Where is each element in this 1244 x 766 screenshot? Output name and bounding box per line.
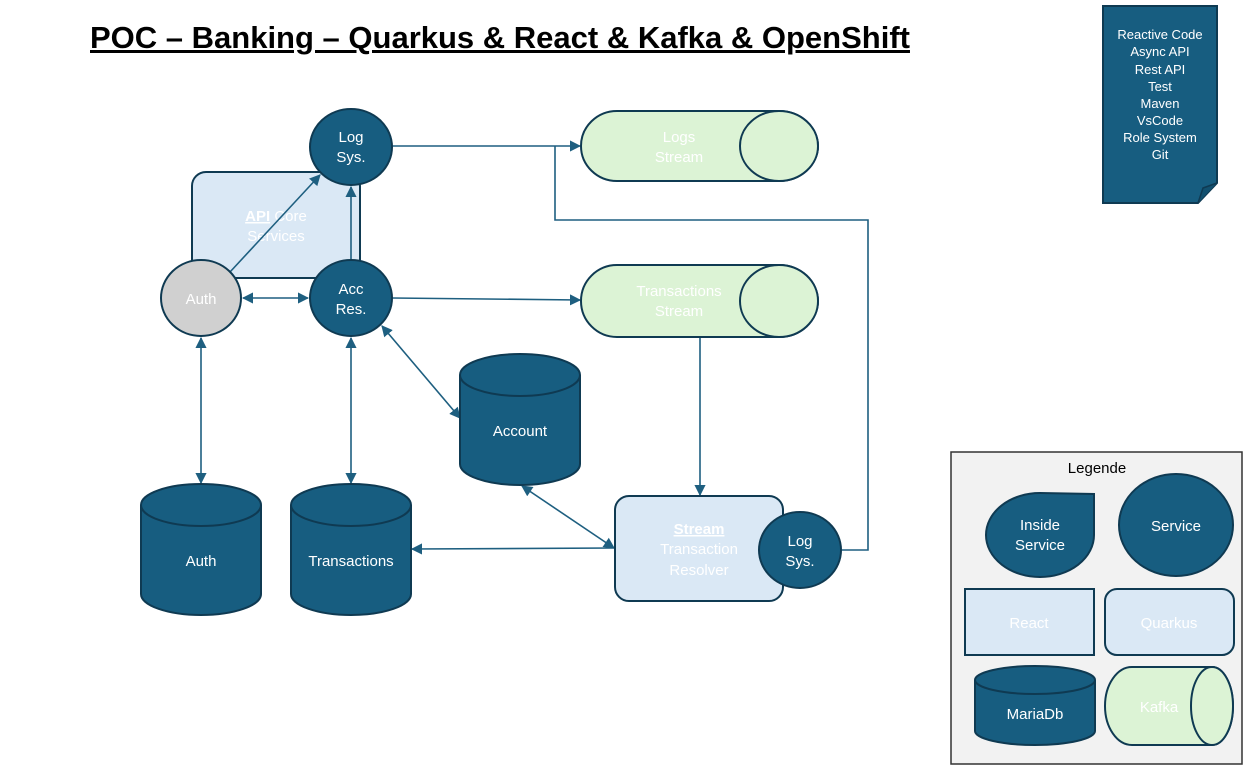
api-core-services-label: Services bbox=[247, 228, 305, 245]
stream-resolver-label-3: Resolver bbox=[669, 562, 728, 579]
arrow-auth-to-logsys bbox=[229, 174, 321, 273]
legend-react-label: React bbox=[1009, 615, 1049, 632]
legend-inside-service-label-1: Inside bbox=[1020, 517, 1060, 534]
legend-quarkus-label: Quarkus bbox=[1141, 615, 1198, 632]
acc-res-node: Acc Res. bbox=[309, 259, 393, 337]
legend-quarkus: Quarkus bbox=[1104, 588, 1235, 656]
svg-text:API Core: API Core bbox=[245, 208, 307, 225]
legend-react: React bbox=[964, 588, 1095, 656]
log-sys-bottom-label-2: Sys. bbox=[785, 553, 814, 570]
account-db-label: Account bbox=[493, 423, 548, 440]
stream-resolver-label-1: Stream bbox=[674, 521, 725, 538]
transactions-stream-label-2: Stream bbox=[655, 303, 703, 320]
page-title: POC – Banking – Quarkus & React & Kafka … bbox=[90, 20, 910, 55]
legend-mariadb: MariaDb bbox=[974, 665, 1096, 746]
arrow-accountdb-resolver bbox=[521, 485, 615, 549]
legend-kafka-label: Kafka bbox=[1140, 699, 1179, 716]
auth-service-label: Auth bbox=[186, 291, 217, 308]
log-sys-bottom-label-1: Log bbox=[787, 533, 812, 550]
connectors bbox=[195, 140, 869, 555]
transactions-db-node: Transactions bbox=[290, 483, 412, 616]
tech-item: Async API bbox=[1130, 44, 1189, 59]
tech-item: Role System bbox=[1123, 130, 1197, 145]
api-core-label-rest: Core bbox=[270, 208, 307, 225]
logs-stream-label-1: Logs bbox=[663, 129, 696, 146]
logs-stream-label-2: Stream bbox=[655, 149, 703, 166]
transactions-stream-label-1: Transactions bbox=[636, 283, 721, 300]
arrow-resolver-to-transactionsdb bbox=[410, 543, 615, 555]
log-sys-top-label-1: Log bbox=[338, 129, 363, 146]
tech-item: Git bbox=[1152, 147, 1169, 162]
line-logs-stream-to-log-sys-bottom bbox=[554, 146, 869, 551]
auth-db-label: Auth bbox=[186, 553, 217, 570]
log-sys-bottom-node: Log Sys. bbox=[758, 511, 842, 589]
auth-db-node: Auth bbox=[140, 483, 262, 616]
tech-item: Rest API bbox=[1135, 62, 1186, 77]
arrow-accres-to-transactions-stream bbox=[391, 294, 582, 306]
tech-item: Test bbox=[1148, 79, 1172, 94]
acc-res-label-2: Res. bbox=[336, 301, 367, 318]
legend-inside-service: Inside Service bbox=[985, 491, 1095, 578]
log-sys-top-node: Log Sys. bbox=[309, 108, 393, 186]
legend-title: Legende bbox=[1068, 460, 1126, 477]
stream-resolver-node: Stream Transaction Resolver bbox=[614, 495, 784, 602]
tech-item: Reactive Code bbox=[1117, 27, 1202, 42]
acc-res-label-1: Acc bbox=[338, 281, 364, 298]
legend-kafka: Kafka bbox=[1104, 666, 1234, 746]
legend: Legende Inside Service Service React Qua… bbox=[950, 451, 1243, 765]
legend-service-label: Service bbox=[1151, 518, 1201, 535]
api-core-label: API bbox=[245, 208, 270, 225]
legend-service: Service bbox=[1118, 473, 1234, 577]
tech-item: VsCode bbox=[1137, 113, 1183, 128]
transactions-stream-node: Transactions Stream bbox=[580, 264, 819, 338]
stream-resolver-label-2: Transaction bbox=[660, 541, 738, 558]
arrow-accres-accountdb bbox=[381, 325, 461, 419]
logs-stream-node: Logs Stream bbox=[580, 110, 819, 182]
api-core-services-box: API Core Services bbox=[191, 171, 361, 279]
legend-mariadb-label: MariaDb bbox=[1007, 706, 1064, 723]
auth-service-node: Auth bbox=[160, 259, 242, 337]
log-sys-top-label-2: Sys. bbox=[336, 149, 365, 166]
legend-inside-service-label-2: Service bbox=[1015, 537, 1065, 554]
account-db-node: Account bbox=[459, 353, 581, 486]
transactions-db-label: Transactions bbox=[308, 553, 393, 570]
tech-item: Maven bbox=[1140, 96, 1179, 111]
tech-note: Reactive Code Async API Rest API Test Ma… bbox=[1102, 5, 1218, 204]
